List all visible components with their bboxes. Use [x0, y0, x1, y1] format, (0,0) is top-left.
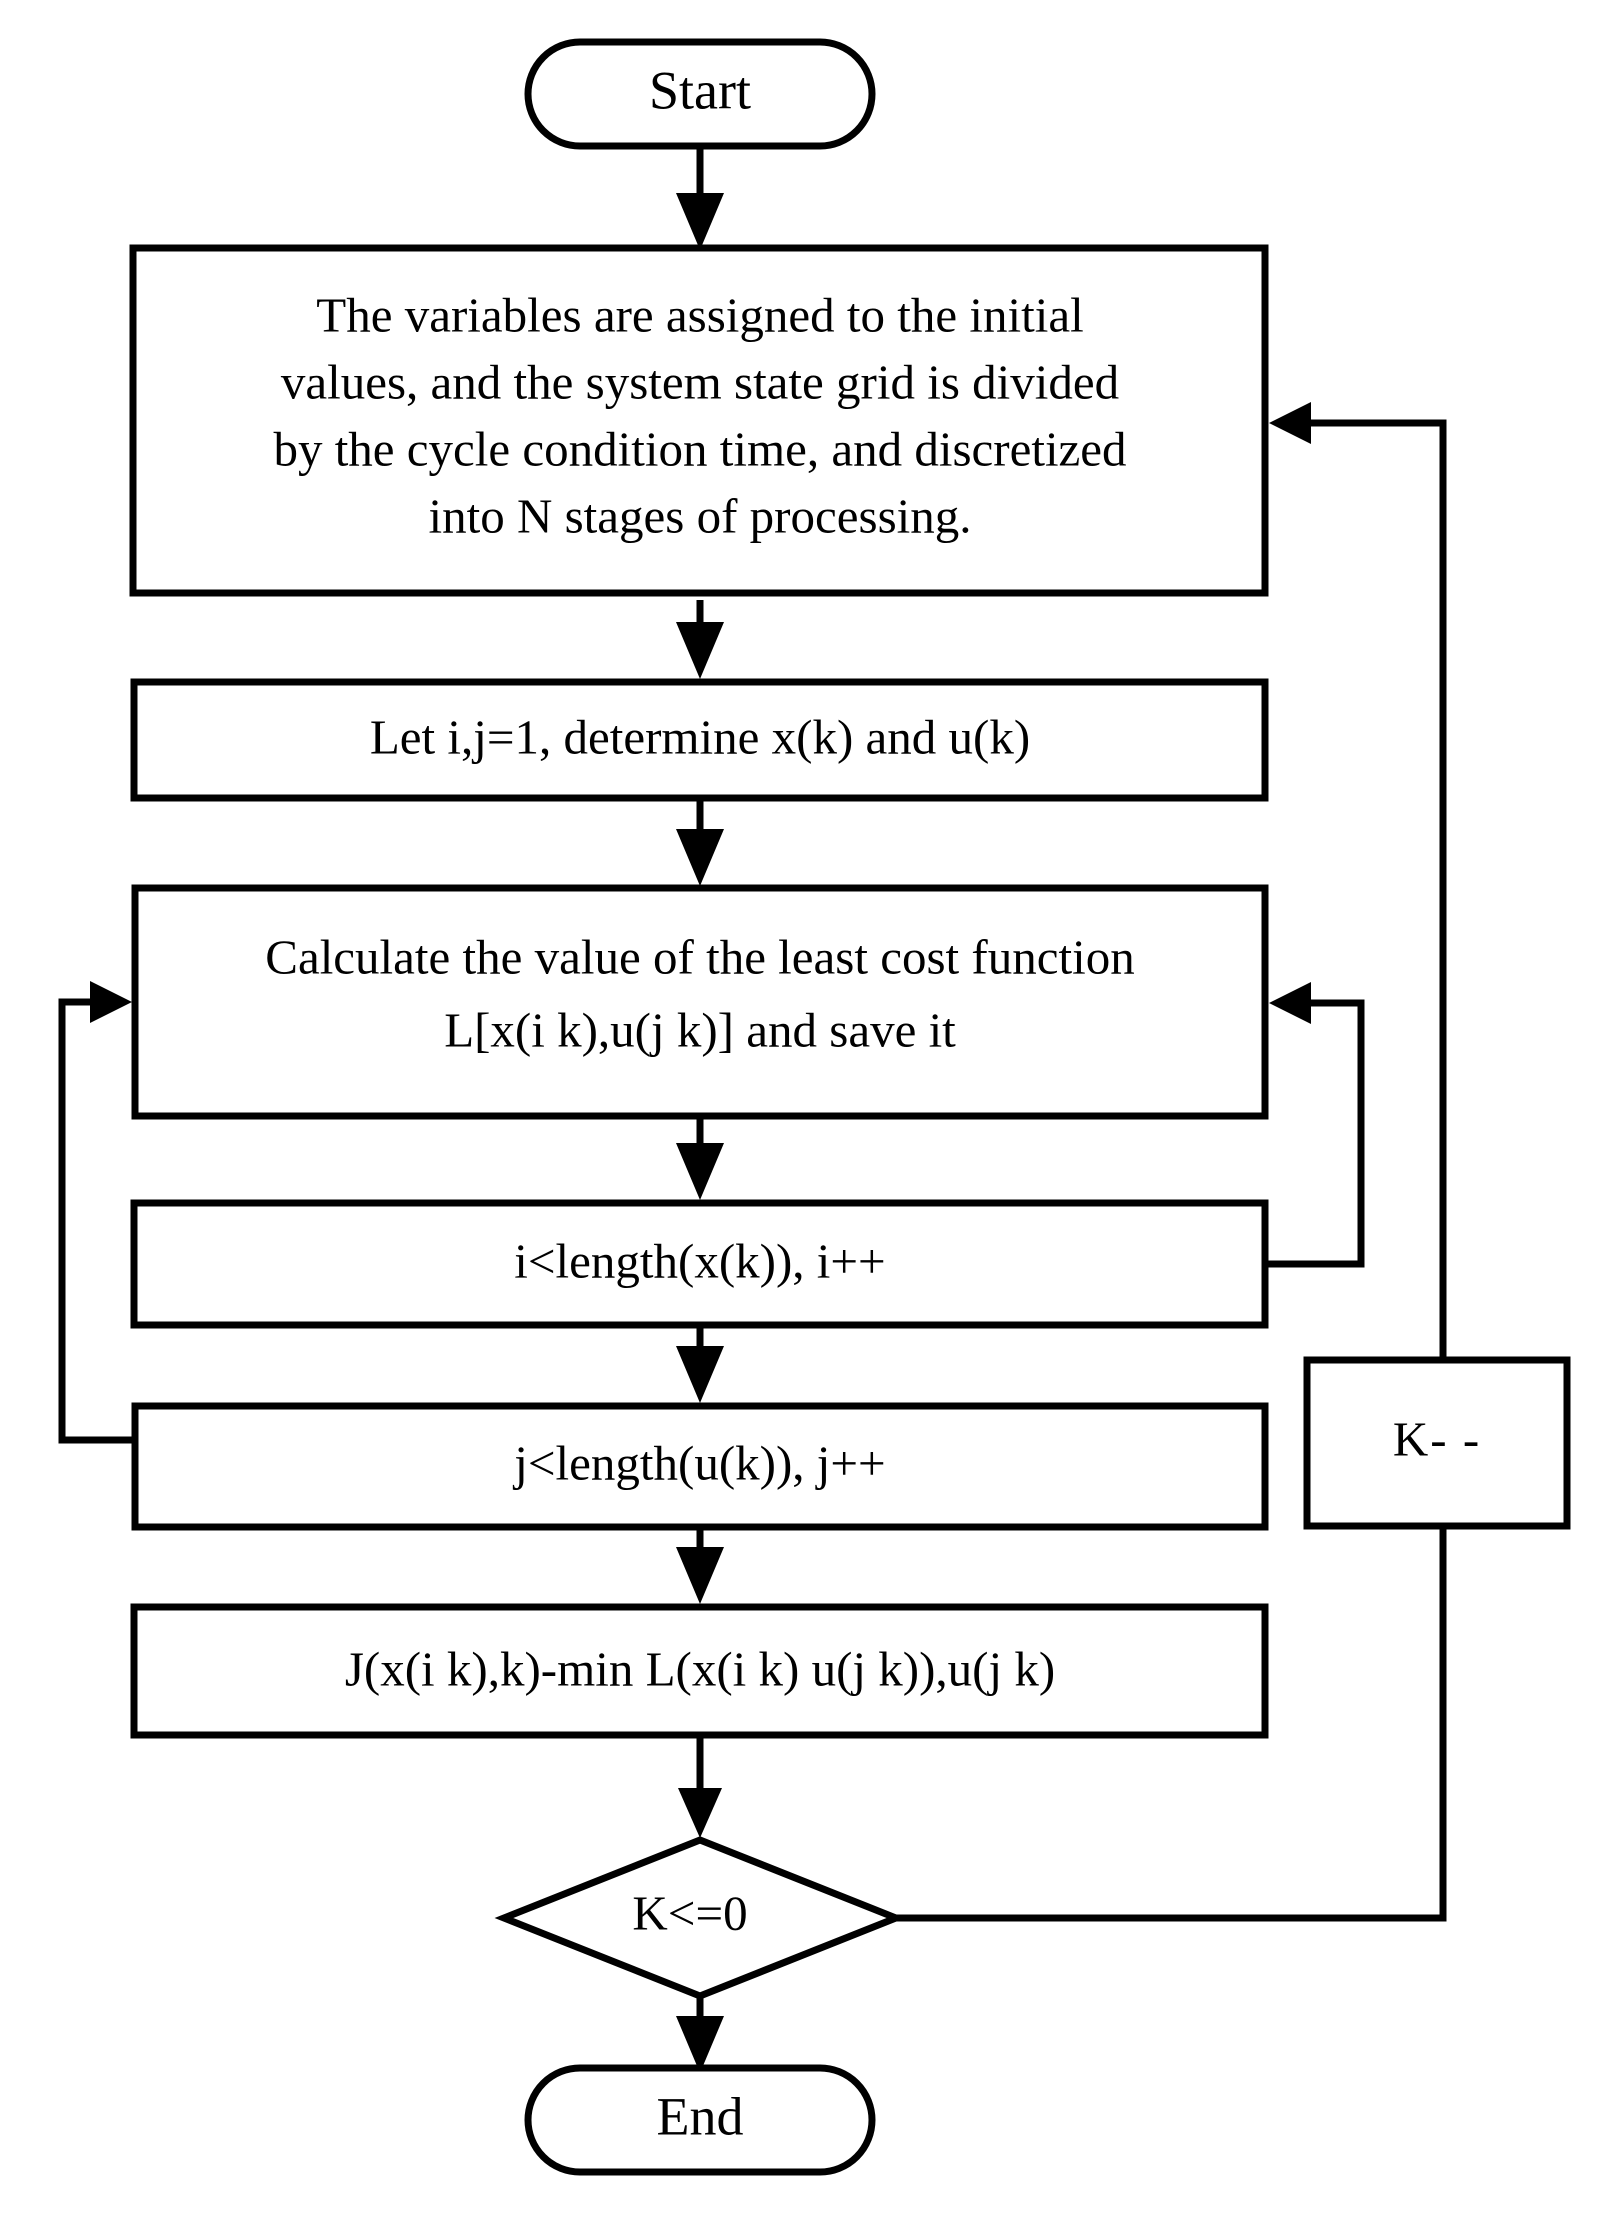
edge-calc-to-loopi [676, 1118, 724, 1200]
init-label-line-1: The variables are assigned to the initia… [316, 287, 1083, 342]
edge-loopi-to-calc-inner [1265, 982, 1365, 1268]
node-calc-cost[interactable]: Calculate the value of the least cost fu… [131, 884, 1269, 1120]
end-label: End [657, 2086, 744, 2146]
node-loop-j[interactable]: j<length(u(k)), j++ [131, 1402, 1269, 1531]
loop-i-process-shape [130, 1199, 1269, 1329]
node-start[interactable]: Start [524, 38, 876, 150]
init-process-shape [129, 244, 1269, 597]
let-ij-process-shape [130, 678, 1269, 802]
edge-start-to-init [676, 143, 724, 250]
start-label: Start [649, 60, 751, 120]
node-cost-to-go[interactable]: J(x(i k),k)-min L(x(i k) u(j k)),u(j k) [130, 1603, 1269, 1739]
init-label-line-3: by the cycle condition time, and discret… [273, 421, 1126, 476]
edge-init-to-letij [676, 600, 724, 679]
arrow-head-into-calc-right [1269, 982, 1311, 1024]
init-label-line-4: into N stages of processing. [429, 488, 972, 543]
let-ij-label: Let i,j=1, determine x(k) and u(k) [370, 709, 1030, 764]
arrow-head-into-calc-left [90, 981, 132, 1023]
edge-decision-to-end [676, 1998, 724, 2073]
node-k-decrement[interactable]: K- - [1303, 1356, 1571, 1530]
arrow-head-into-init [1269, 402, 1311, 444]
start-terminator-shape [524, 38, 876, 150]
arrow-head-letij-top [676, 622, 724, 679]
arrow-head-loopj-top [676, 1346, 724, 1403]
decision-k-diamond-shape [494, 1836, 906, 2000]
calc-cost-label-line-2: L[x(i k),u(j k)] and save it [444, 1002, 956, 1057]
node-init[interactable]: The variables are assigned to the initia… [129, 244, 1269, 597]
decision-k-label: K<=0 [632, 1885, 747, 1940]
node-decision-k[interactable]: K<=0 [494, 1836, 906, 2000]
loop-j-label: j<length(u(k)), j++ [512, 1435, 885, 1490]
arrow-head-init-top [676, 193, 724, 250]
arrow-head-decision-top [678, 1788, 722, 1838]
arrow-head-calc-top [676, 829, 724, 886]
init-label-line-2: values, and the system state grid is div… [281, 354, 1119, 409]
arrow-head-loopi-top [676, 1143, 724, 1200]
k-decrement-label: K- - [1393, 1411, 1481, 1466]
node-end[interactable]: End [524, 2064, 876, 2176]
calc-cost-process-shape [131, 884, 1269, 1120]
node-let-ij[interactable]: Let i,j=1, determine x(k) and u(k) [130, 678, 1269, 802]
edge-costtogo-to-decision [678, 1738, 722, 1838]
edge-letij-to-calc [676, 800, 724, 886]
loop-j-process-shape [131, 1402, 1269, 1531]
k-decrement-process-shape [1303, 1356, 1571, 1530]
arrow-head-end-top [676, 2016, 724, 2073]
edge-loopi-to-loopj [676, 1327, 724, 1403]
edge-loopj-to-costtogo [676, 1528, 724, 1604]
arrow-head-costtogo-top [676, 1547, 724, 1604]
edge-loopj-to-calc-left [58, 981, 135, 1444]
cost-to-go-process-shape [130, 1603, 1269, 1739]
loop-i-label: i<length(x(k)), i++ [514, 1233, 885, 1288]
end-terminator-shape [524, 2064, 876, 2176]
node-loop-i[interactable]: i<length(x(k)), i++ [130, 1199, 1269, 1329]
calc-cost-label-line-1: Calculate the value of the least cost fu… [265, 929, 1134, 984]
cost-to-go-label: J(x(i k),k)-min L(x(i k) u(j k)),u(j k) [345, 1641, 1055, 1696]
edge-decision-to-init-outer [620, 402, 1447, 1922]
